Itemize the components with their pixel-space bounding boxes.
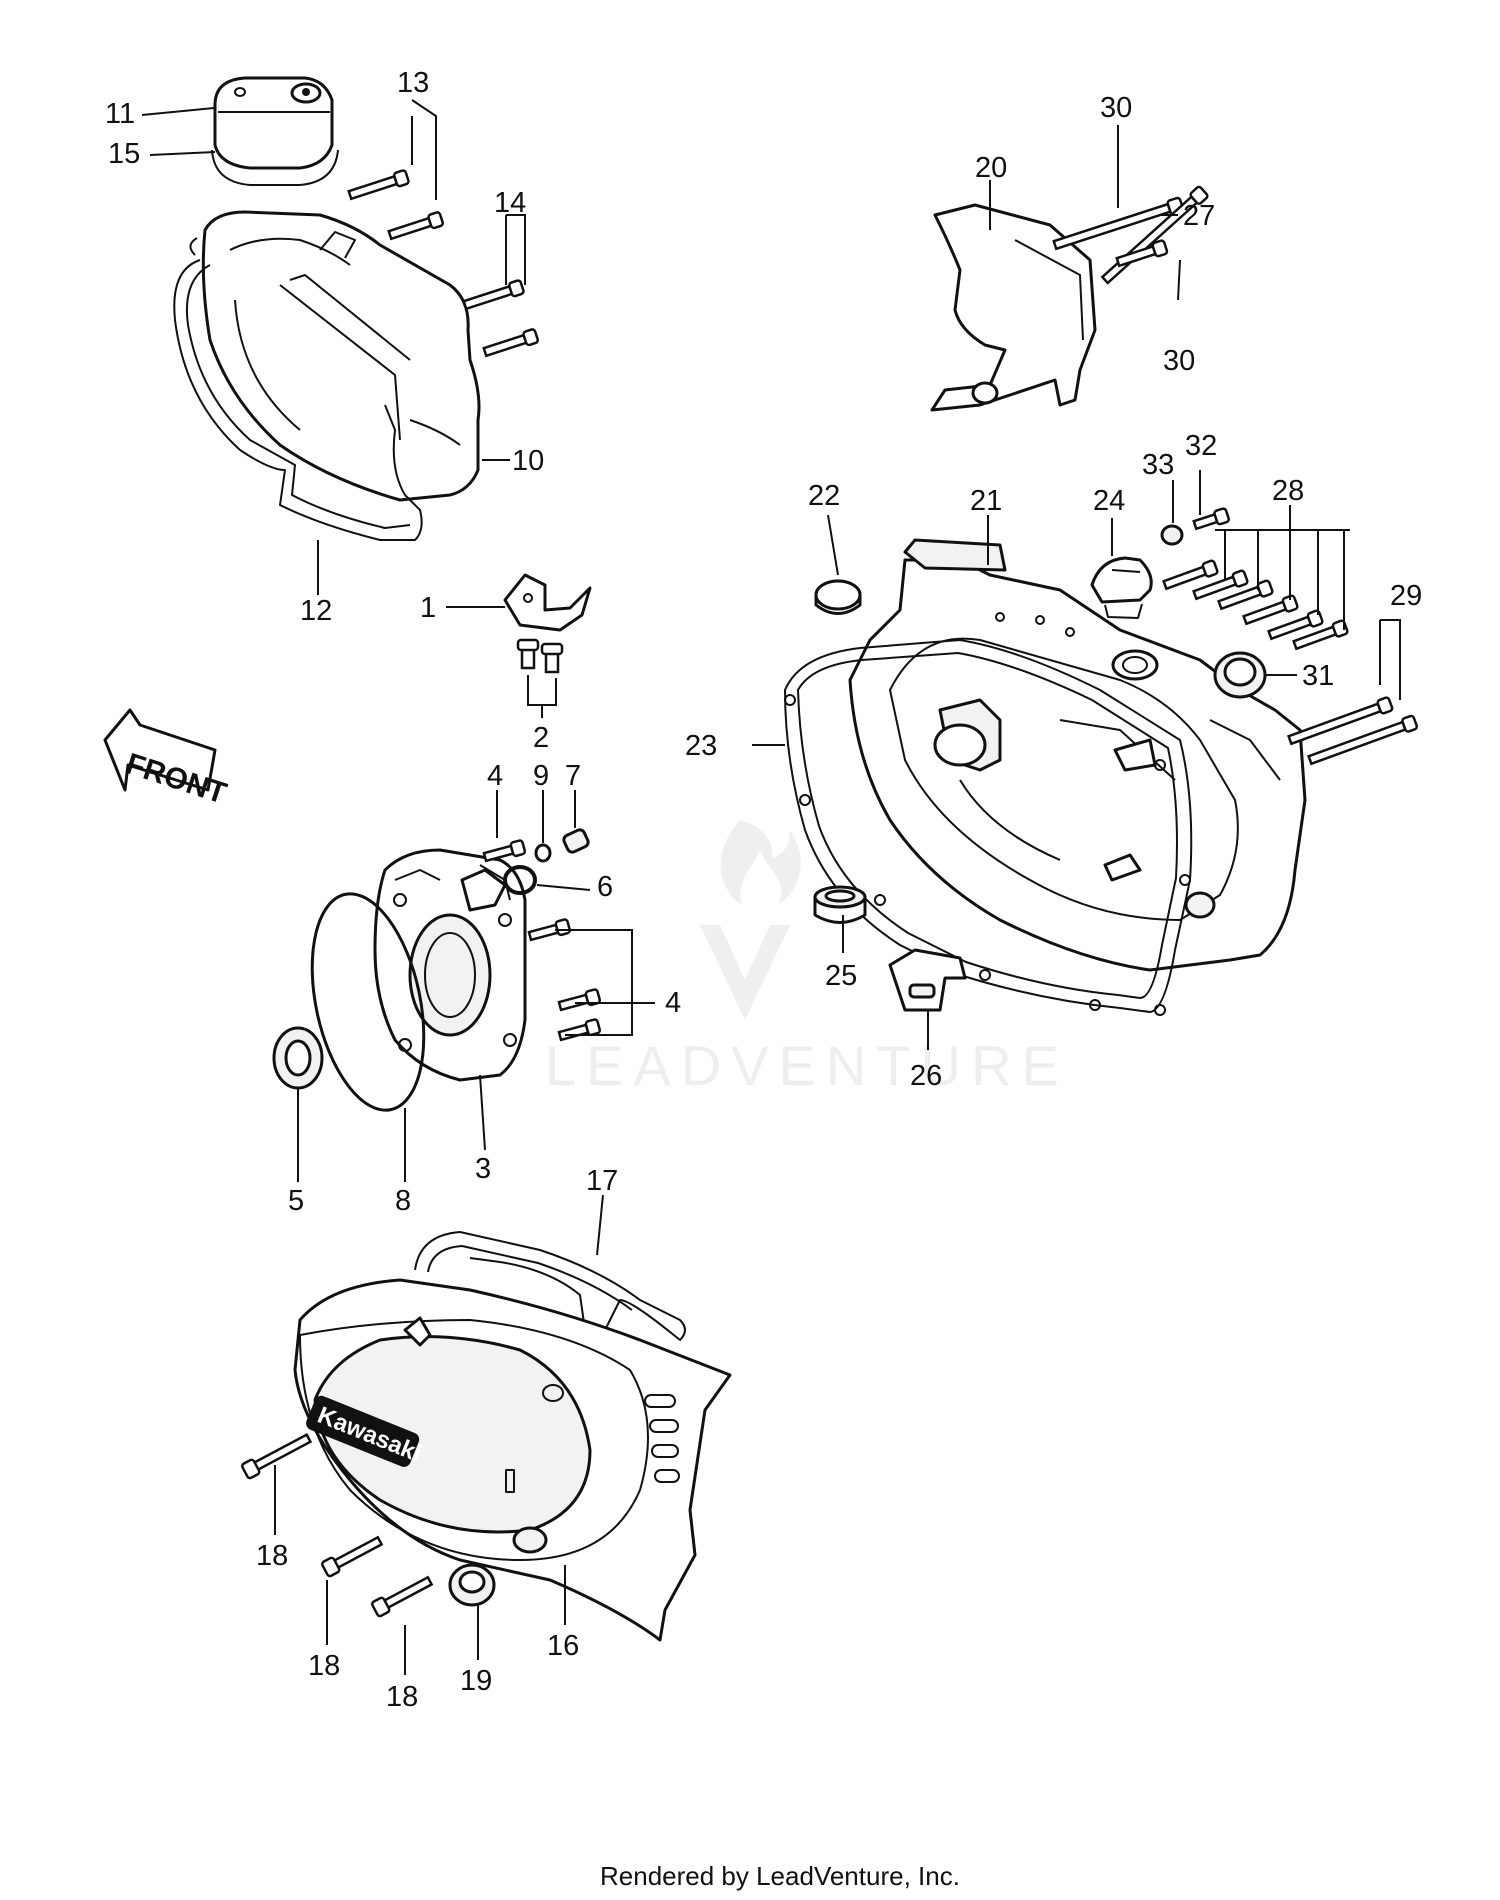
callout-5: 5 xyxy=(288,1185,304,1217)
callout-15: 15 xyxy=(108,138,140,170)
watermark: LEADVENTURE xyxy=(545,820,1069,1097)
part-26-guide xyxy=(888,948,967,1012)
callout-labels: 11 15 13 14 10 12 1 2 4 9 7 6 4 5 8 3 17… xyxy=(105,67,1422,1713)
callout-19: 19 xyxy=(460,1665,492,1697)
callout-13: 13 xyxy=(397,67,429,99)
callout-2: 2 xyxy=(533,722,549,754)
callout-32: 32 xyxy=(1185,430,1217,462)
part-25-oil-seal xyxy=(813,885,867,924)
watermark-v-icon xyxy=(700,925,790,1020)
part-27-bolt xyxy=(1115,239,1169,268)
callout-29: 29 xyxy=(1390,580,1422,612)
part-4-bolts xyxy=(482,839,602,1042)
part-31-oil-seal xyxy=(1213,651,1267,699)
callout-17: 17 xyxy=(586,1165,618,1197)
callout-31: 31 xyxy=(1302,660,1334,692)
callout-4-right: 4 xyxy=(665,987,681,1019)
callout-25: 25 xyxy=(825,960,857,992)
callout-26: 26 xyxy=(910,1060,942,1092)
part-33-washer xyxy=(1160,524,1184,546)
callout-7: 7 xyxy=(565,760,581,792)
part-1-bracket xyxy=(503,573,592,632)
part-18-bolts xyxy=(241,1432,434,1618)
callout-24: 24 xyxy=(1093,485,1125,517)
callout-8: 8 xyxy=(395,1185,411,1217)
watermark-flame-icon xyxy=(720,820,801,905)
part-14-bolts xyxy=(462,279,539,358)
part-28-bolts xyxy=(1162,559,1349,651)
part-6-o-ring xyxy=(503,865,537,895)
callout-6: 6 xyxy=(597,871,613,903)
part-11-cap xyxy=(213,76,334,170)
callout-20: 20 xyxy=(975,152,1007,184)
leader-lines xyxy=(141,99,1401,1675)
callout-21: 21 xyxy=(970,485,1002,517)
callout-33: 33 xyxy=(1142,449,1174,481)
part-16-clutch-cover: Kawasaki xyxy=(293,1278,732,1642)
part-3-housing xyxy=(373,848,527,1082)
callout-18-b: 18 xyxy=(308,1650,340,1682)
part-20-chain-guard xyxy=(930,203,1097,412)
part-17-gasket xyxy=(414,1231,686,1343)
part-7-collar xyxy=(562,828,590,854)
callout-30-bottom: 30 xyxy=(1163,345,1195,377)
callout-12: 12 xyxy=(300,595,332,627)
callout-10: 10 xyxy=(512,445,544,477)
callout-3: 3 xyxy=(475,1153,491,1185)
part-5-oil-seal xyxy=(272,1026,324,1090)
callout-30-top: 30 xyxy=(1100,92,1132,124)
callout-28: 28 xyxy=(1272,475,1304,507)
callout-18-c: 18 xyxy=(386,1681,418,1713)
part-32-bolt xyxy=(1192,507,1230,531)
part-19-oil-seal xyxy=(448,1563,496,1607)
part-24-oil-cap xyxy=(1090,556,1153,619)
footer-credit: Rendered by LeadVenture, Inc. xyxy=(600,1861,960,1891)
part-8-o-ring xyxy=(310,892,426,1112)
callout-22: 22 xyxy=(808,480,840,512)
callout-27: 27 xyxy=(1183,200,1215,232)
callout-1: 1 xyxy=(420,592,436,624)
part-12-gasket xyxy=(173,237,423,541)
callout-11: 11 xyxy=(105,98,135,130)
watermark-text: LEADVENTURE xyxy=(545,1034,1069,1097)
part-15-gasket xyxy=(211,149,339,186)
callout-9: 9 xyxy=(533,760,549,792)
callout-23: 23 xyxy=(685,730,717,762)
part-22-plug xyxy=(814,579,862,615)
part-10-cover xyxy=(201,210,481,502)
callout-14: 14 xyxy=(494,187,526,219)
part-2-screws xyxy=(516,638,564,674)
part-23-gasket xyxy=(784,639,1193,1016)
callout-16: 16 xyxy=(547,1630,579,1662)
part-21-crankcase-cover xyxy=(848,538,1307,972)
front-arrow: FRONT xyxy=(103,708,230,811)
callout-4-top: 4 xyxy=(487,760,503,792)
callout-18-a: 18 xyxy=(256,1540,288,1572)
part-29-long-bolts xyxy=(1287,696,1419,766)
part-9-washer xyxy=(534,843,552,863)
part-13-bolts xyxy=(347,169,444,241)
